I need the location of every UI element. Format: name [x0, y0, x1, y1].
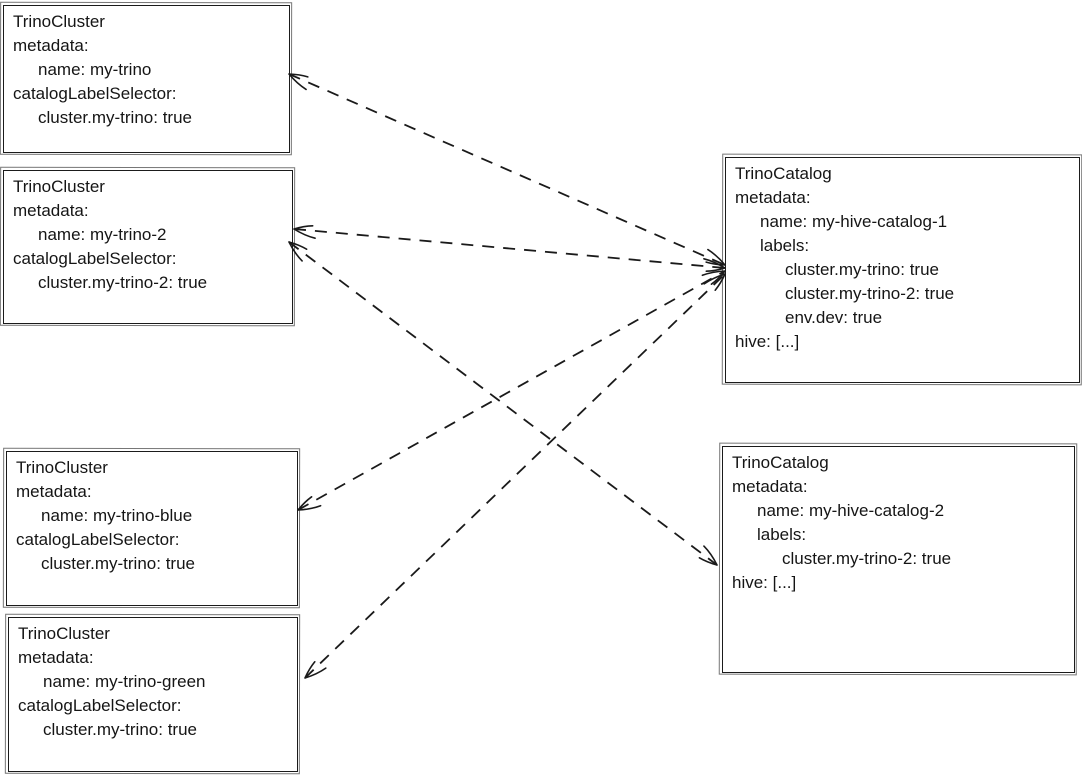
arrowhead: [297, 496, 322, 511]
yaml-line: name: my-trino-blue: [41, 506, 193, 525]
yaml-line: labels:: [757, 525, 807, 544]
yaml-line: name: my-hive-catalog-2: [757, 501, 945, 520]
yaml-line: env.dev: true: [785, 308, 883, 327]
connector-my-trino-2-to-catalog-1: [293, 228, 726, 269]
yaml-line: cluster.my-trino-2: true: [38, 273, 208, 292]
yaml-line: catalogLabelSelector:: [18, 696, 182, 715]
yaml-line: metadata:: [18, 648, 94, 667]
resource-kind: TrinoCatalog: [732, 453, 829, 472]
yaml-line: cluster.my-trino: true: [41, 554, 195, 573]
trinocluster-my-trino-blue-box: TrinoCluster metadata: name: my-trino-bl…: [6, 451, 298, 606]
trinocluster-my-trino-green-box: TrinoCluster metadata: name: my-trino-gr…: [8, 617, 298, 772]
yaml-line: metadata:: [735, 188, 811, 207]
connector-my-trino-blue-to-catalog-1: [297, 270, 726, 511]
yaml-line: cluster.my-trino-2: true: [785, 284, 955, 303]
trinocluster-my-trino-2-box: TrinoCluster metadata: name: my-trino-2 …: [3, 170, 293, 324]
yaml-line: cluster.my-trino-2: true: [782, 549, 952, 568]
trinocatalog-my-hive-catalog-1-box: TrinoCatalog metadata: name: my-hive-cat…: [725, 157, 1080, 383]
yaml-line: metadata:: [13, 36, 89, 55]
yaml-line: catalogLabelSelector:: [13, 84, 177, 103]
yaml-line: metadata:: [13, 201, 89, 220]
resource-kind: TrinoCluster: [13, 177, 105, 196]
arrowhead: [698, 545, 718, 566]
resource-kind: TrinoCluster: [16, 458, 108, 477]
connector-my-trino-to-catalog-1: [288, 73, 726, 266]
arrowhead: [703, 273, 726, 291]
yaml-line: cluster.my-trino: true: [38, 108, 192, 127]
trinocatalog-my-hive-catalog-2-box: TrinoCatalog metadata: name: my-hive-cat…: [722, 446, 1075, 673]
yaml-line: metadata:: [732, 477, 808, 496]
yaml-line: cluster.my-trino: true: [785, 260, 939, 279]
arrowhead: [705, 248, 726, 266]
yaml-line: name: my-trino: [38, 60, 152, 79]
resource-kind: TrinoCluster: [13, 12, 105, 31]
arrowhead: [304, 661, 327, 679]
arrowhead: [703, 258, 726, 272]
yaml-line: catalogLabelSelector:: [16, 530, 180, 549]
arrowhead: [701, 270, 726, 285]
resource-kind: TrinoCluster: [18, 624, 110, 643]
connector-my-trino-green-to-catalog-1: [304, 273, 726, 679]
yaml-line: catalogLabelSelector:: [13, 249, 177, 268]
yaml-line: cluster.my-trino: true: [43, 720, 197, 739]
yaml-line: labels:: [760, 236, 810, 255]
yaml-line: name: my-hive-catalog-1: [760, 212, 948, 231]
trinocluster-my-trino-box: TrinoCluster metadata: name: my-trino ca…: [3, 5, 290, 153]
resource-kind: TrinoCatalog: [735, 164, 832, 183]
arrowhead: [293, 225, 316, 239]
yaml-line: metadata:: [16, 482, 92, 501]
yaml-line: name: my-trino-green: [43, 672, 206, 691]
yaml-line: hive: [...]: [732, 573, 797, 592]
arrowhead: [288, 73, 309, 91]
yaml-line: name: my-trino-2: [38, 225, 167, 244]
yaml-line: hive: [...]: [735, 332, 800, 351]
connector-my-trino-2-to-catalog-2: [288, 241, 718, 566]
